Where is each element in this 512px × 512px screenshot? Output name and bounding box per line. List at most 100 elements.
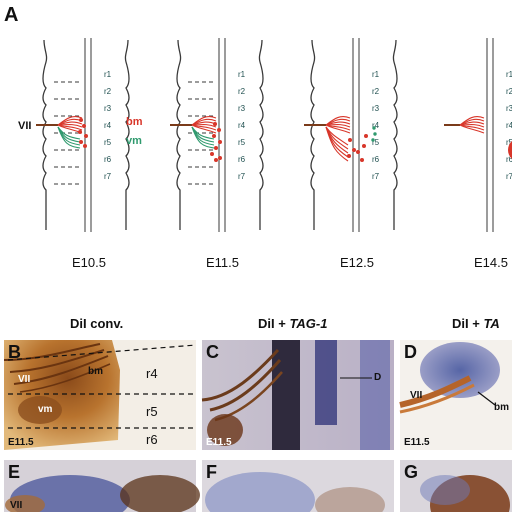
label-d-bm: bm [494, 402, 509, 413]
bm-cell-body [213, 122, 217, 126]
hindbrain-schematics: r1 r2 r3 r4 r5 r6 r7 VII bm vm r1 r2 r3 r4 r5 r6 r7 r1 r2 r… [18, 38, 512, 232]
bm-fiber-lower [325, 126, 349, 162]
neural-tube-left-outline [310, 39, 316, 230]
label-b-nerve: VII [18, 374, 31, 385]
column-title-prefix-2: DiI + [452, 316, 484, 331]
rhombomere-label-r4: r4 [104, 121, 112, 130]
rhombomere-label-r5: r5 [506, 138, 512, 147]
rhombomere-label-r6: r6 [372, 155, 380, 164]
vm-fiber [191, 126, 215, 149]
label-b-bm: bm [88, 366, 103, 377]
vm-label: vm [126, 135, 142, 147]
bm-cell-body [78, 130, 82, 134]
rhombomere-label-r2: r2 [372, 87, 380, 96]
bm-cell-body [218, 156, 222, 160]
photo-letter-f: F [206, 462, 217, 482]
panel-letter-a: A [4, 4, 19, 26]
rhombomere-label-r2: r2 [506, 87, 512, 96]
photo-panel-d [399, 340, 512, 450]
bm-cell-body [79, 140, 83, 144]
photo-letter-b: B [8, 342, 21, 362]
bm-cell-body [214, 146, 218, 150]
rhombomere-label-r5: r5 [238, 138, 246, 147]
bm-cell-body [360, 158, 364, 162]
rhombomere-label-r2: r2 [238, 87, 246, 96]
vm-fiber [57, 126, 81, 149]
vm-cell-body [372, 126, 376, 130]
bm-nucleus-clipped [508, 141, 512, 159]
stage-label-e10-5: E10.5 [72, 255, 106, 270]
neural-tube-right-outline [258, 39, 264, 230]
rhombomere-label-r7: r7 [104, 172, 112, 181]
rhombomere-label-r5: r5 [372, 138, 380, 147]
rhombomere-label-r1: r1 [372, 70, 380, 79]
photo-letter-c: C [206, 342, 219, 362]
neural-tube-right-outline [392, 39, 398, 230]
bm-cell-body [210, 152, 214, 156]
bm-cell-body [84, 134, 88, 138]
photo-letter-e: E [8, 462, 21, 482]
rhombomere-label-r3: r3 [238, 104, 246, 113]
rhombomere-label-r4: r4 [506, 121, 512, 130]
rhombomere-label-r1: r1 [506, 70, 512, 79]
label-b-r4: r4 [146, 366, 158, 381]
vm-cell-body [371, 138, 375, 142]
bm-cell-body [82, 124, 86, 128]
bm-cell-body [212, 134, 216, 138]
neural-tube-left-outline [176, 39, 182, 230]
schematic-group: r1 r2 r3 r4 r5 r6 r7 VII bm vm r1 r2 r3 r4 r5 r6 r7 r1 r2 r… [18, 38, 512, 232]
column-title-prefix: DiI + [258, 316, 290, 331]
label-d-stage: E11.5 [404, 437, 430, 448]
rhombomere-label-r4: r4 [372, 121, 380, 130]
label-b-stage: E11.5 [8, 437, 34, 448]
rhombomere-label-r6: r6 [238, 155, 246, 164]
label-e-nerve: VII [10, 500, 23, 511]
stage-label-e12-5: E12.5 [340, 255, 374, 270]
bm-cell-body [348, 138, 352, 142]
bm-fiber [459, 124, 485, 134]
bm-cell-body [356, 150, 360, 154]
bm-cell-body [218, 140, 222, 144]
column-title-dil-ta: DiI + TA [452, 316, 500, 331]
rhombomere-label-r1: r1 [104, 70, 112, 79]
rhombomere-label-r3: r3 [372, 104, 380, 113]
bm-cell-body [83, 144, 87, 148]
rhombomere-label-r4: r4 [238, 121, 246, 130]
rhombomere-label-r7: r7 [238, 172, 246, 181]
stage-label-e11-5: E11.5 [206, 255, 240, 270]
vm-cell-body [373, 132, 377, 136]
label-b-vm: vm [38, 404, 53, 415]
rhombomere-label-r3: r3 [506, 104, 512, 113]
bm-cell-body [214, 158, 218, 162]
photo-panel-b [3, 340, 197, 450]
bm-cell-body [364, 134, 368, 138]
rhombomere-label-r3: r3 [104, 104, 112, 113]
rhombomere-label-r1: r1 [238, 70, 246, 79]
column-title-dil-conv: DiI conv. [70, 316, 124, 331]
bm-cell-body [347, 154, 351, 158]
photo-panel-g [400, 460, 512, 512]
rhombomere-label-r7: r7 [372, 172, 380, 181]
rhombomere-label-r6: r6 [506, 155, 512, 164]
nerve-vii-label: VII [18, 120, 31, 132]
label-c-marker: D [374, 372, 382, 383]
rhombomere-label-r6: r6 [104, 155, 112, 164]
label-b-r6: r6 [146, 432, 158, 447]
column-title-dil-tag1: DiI + TAG-1 [258, 316, 327, 331]
bm-label: bm [126, 116, 143, 128]
photo-letter-d: D [404, 342, 417, 362]
gene-name-tag1: TAG-1 [289, 316, 328, 331]
bm-cell-body [79, 118, 83, 122]
label-c-stage: E11.5 [206, 437, 232, 448]
bm-fiber [191, 124, 217, 134]
bm-cell-body [362, 144, 366, 148]
photo-panel-f [202, 460, 394, 512]
neural-tube-left-outline [42, 39, 48, 230]
bm-cell-body [352, 148, 356, 152]
photo-panel-e [4, 460, 200, 512]
neural-tube-right-outline [124, 39, 130, 230]
rhombomere-label-r5: r5 [104, 138, 112, 147]
rhombomere-label-r2: r2 [104, 87, 112, 96]
label-b-r5: r5 [146, 404, 158, 419]
